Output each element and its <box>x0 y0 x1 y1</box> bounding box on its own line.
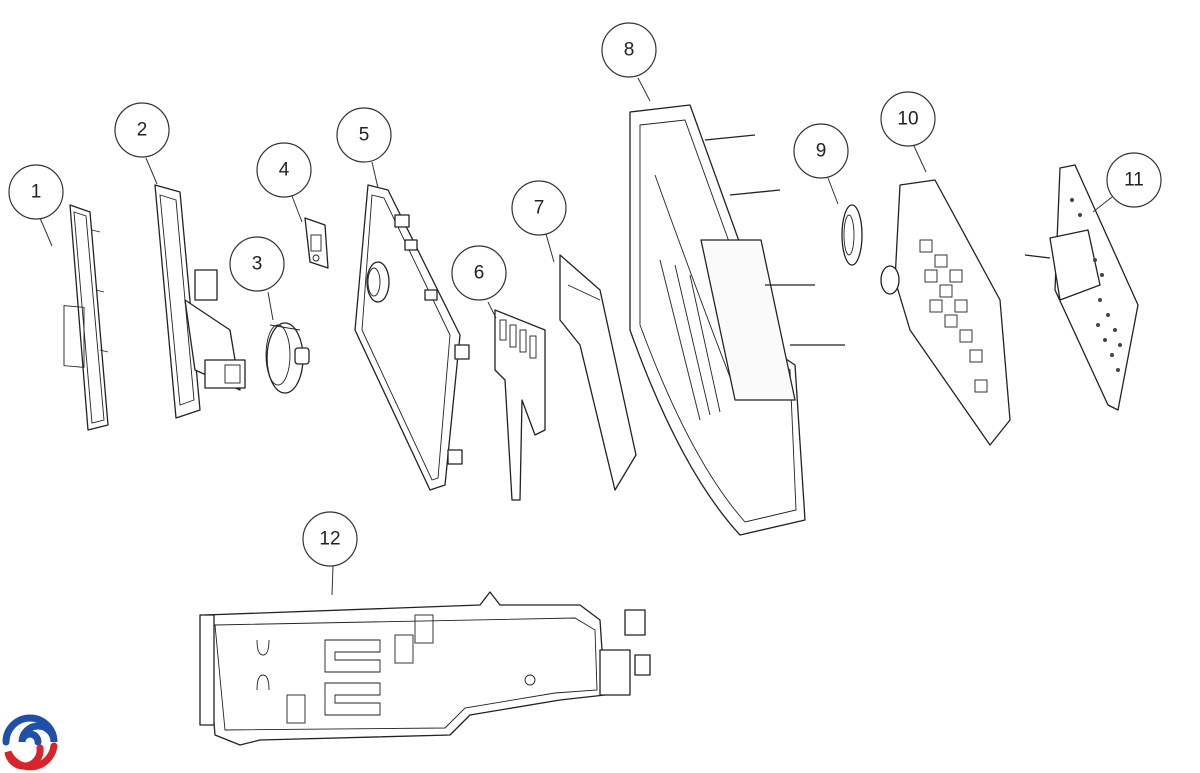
callout-2: 2 <box>114 102 170 158</box>
callout-number: 3 <box>252 254 263 275</box>
part-3-knob <box>265 322 310 394</box>
callout-1: 1 <box>8 164 64 220</box>
part-7-film <box>559 254 637 491</box>
callout-number: 4 <box>279 160 290 181</box>
callout-7: 7 <box>511 180 567 236</box>
callout-number: 6 <box>474 263 485 284</box>
callout-number: 7 <box>534 198 545 219</box>
callout-number: 2 <box>137 120 148 141</box>
part-2-frame <box>154 184 246 419</box>
callout-number: 1 <box>31 182 42 203</box>
callout-5: 5 <box>336 107 392 163</box>
callout-10: 10 <box>880 91 936 147</box>
callout-number: 11 <box>1124 170 1144 191</box>
part-1-front-plate <box>63 204 109 431</box>
part-8-housing <box>629 104 845 536</box>
callout-12: 12 <box>302 511 358 567</box>
callout-number: 9 <box>816 141 827 162</box>
callout-11: 11 <box>1106 152 1162 208</box>
part-6-strip <box>494 309 546 501</box>
callout-6: 6 <box>451 245 507 301</box>
callout-number: 12 <box>319 529 340 550</box>
part-5-control-panel <box>354 184 470 491</box>
part-4-bracket <box>304 217 329 269</box>
callout-number: 5 <box>359 125 370 146</box>
swirl-logo-icon <box>2 714 58 771</box>
leader-lines <box>39 77 1113 596</box>
part-10-carrier <box>880 179 1011 446</box>
callout-number: 8 <box>624 40 635 61</box>
callout-number: 10 <box>897 109 918 130</box>
callout-3: 3 <box>229 236 285 292</box>
callout-8: 8 <box>601 22 657 78</box>
part-11-pcb <box>1024 164 1139 411</box>
part-12-assembly <box>199 591 651 746</box>
callout-9: 9 <box>793 123 849 179</box>
part-9-seal <box>841 204 863 266</box>
callout-4: 4 <box>256 142 312 198</box>
